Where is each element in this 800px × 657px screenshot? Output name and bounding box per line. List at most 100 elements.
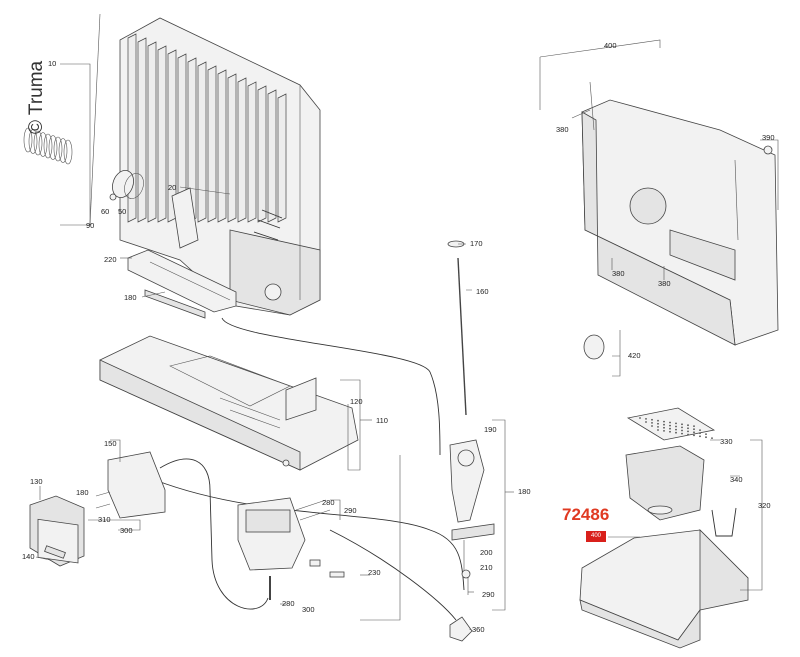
tray-grid-hole [651,425,653,427]
ignition-unit [237,497,345,600]
hose-coil-ring [53,136,63,162]
cable-4 [329,529,457,621]
tray-grid-hole [705,436,707,439]
callout-150: 150 [104,439,117,448]
tray-grid-hole [657,429,659,431]
heat-exchanger-fin [207,65,217,223]
callout-140: 140 [22,552,35,561]
heat-exchanger-fin [237,77,247,223]
callout-200: 200 [480,548,493,557]
tray-grid-hole [699,435,701,438]
callout-110: 110 [376,416,388,425]
tray-grid-hole [645,418,647,420]
heat-exchanger-fin [187,57,197,223]
tray-grid-hole [699,432,701,435]
callout-320: 320 [758,501,771,510]
tray-grid-hole [693,425,695,427]
casing-cover [581,81,779,346]
callout-210: 210 [480,563,493,572]
callout-120: 120 [350,397,363,406]
heat-exchanger-fin [157,45,167,223]
tray-grid-hole [687,430,689,433]
heat-exchanger [119,17,321,316]
callout-160: 160 [476,287,489,296]
callout-380-mid: 380 [612,269,625,278]
callout-360: 360 [472,625,485,634]
tray-grid-hole [687,427,689,430]
tray-grid-hole [669,424,671,427]
callout-180-connector: 180 [76,488,89,497]
gas-valve [449,439,495,595]
callout-170: 170 [470,239,483,248]
seal-ring [583,334,605,360]
leader-lines [35,13,779,630]
hose-coil-ring [48,135,58,160]
tray-grid-hole [699,429,701,431]
heat-exchanger-fin [277,93,287,223]
hose-coil-ring [38,132,48,157]
tray-grid-hole [651,422,653,424]
heat-exchanger-fin [147,41,157,223]
heat-exchanger-fin [267,89,277,223]
callout-300-bottom: 300 [302,605,315,614]
tray-grid-hole [657,422,659,425]
callout-50: 50 [118,207,126,216]
callout-330: 330 [720,437,733,446]
callout-90: 90 [86,221,94,230]
tray-grid-hole [675,422,677,425]
tray-grid-hole [657,426,659,428]
tray-grid-hole [675,431,677,434]
tray-grid-hole [681,423,683,426]
highlighted-part-number[interactable]: 72486 [562,505,610,524]
callout-10: 10 [48,59,56,68]
tray-grid-hole [663,426,665,429]
callout-400: 400 [604,41,617,50]
hose-coil-ring [28,129,38,154]
heat-exchanger-fin [257,85,267,223]
hose-coil-ring [33,130,43,156]
tray-grid-hole [681,426,683,429]
callout-220: 220 [104,255,117,264]
callout-280-bottom: 280 [282,599,295,608]
tray-grid-hole [669,430,671,433]
tray-grid-hole [675,428,677,431]
tray-grid-hole [681,432,683,435]
tray-grid-hole [663,420,665,423]
tray-grid-hole [663,423,665,426]
heat-exchanger-fin [227,73,237,223]
tray-grid-hole [669,427,671,430]
gas-elbow [449,616,473,642]
tray-grid-hole [669,421,671,424]
copyright-label: © Truma [26,60,47,134]
highlighted-part-tag[interactable]: 400 [586,531,606,542]
hose-coil-ring [58,138,68,163]
tray-grid-hole [675,425,677,428]
tray-grid-hole [693,431,695,434]
tray-grid-hole [681,429,683,432]
tray-grid-hole [705,433,707,435]
burner-bracket [127,249,237,319]
callout-290-top: 290 [344,506,357,515]
cable-1 [221,317,441,456]
hose-coil-ring [23,127,33,153]
tray-grid-hole [693,428,695,431]
callout-290-bottom: 290 [482,590,495,599]
callout-130: 130 [30,477,43,486]
callout-390: 390 [762,133,775,142]
tray-grid-hole [693,434,695,437]
flue-hose [23,127,144,201]
tray-grid-hole [657,419,659,422]
callout-300-left: 300 [120,526,133,535]
heat-exchanger-fin [137,37,147,223]
tray-grid-hole [651,418,653,421]
drip-tray[interactable] [579,529,749,649]
cable-3 [154,479,465,591]
hose-coil-ring [63,139,73,165]
callout-230: 230 [368,568,381,577]
callout-180-bracket: 180 [124,293,137,302]
callout-310: 310 [98,515,111,524]
callout-380-right: 380 [658,279,671,288]
callout-labels: 10 20 50 60 90 110 120 130 140 150 160 1… [22,41,775,634]
filter-tray [625,407,737,537]
